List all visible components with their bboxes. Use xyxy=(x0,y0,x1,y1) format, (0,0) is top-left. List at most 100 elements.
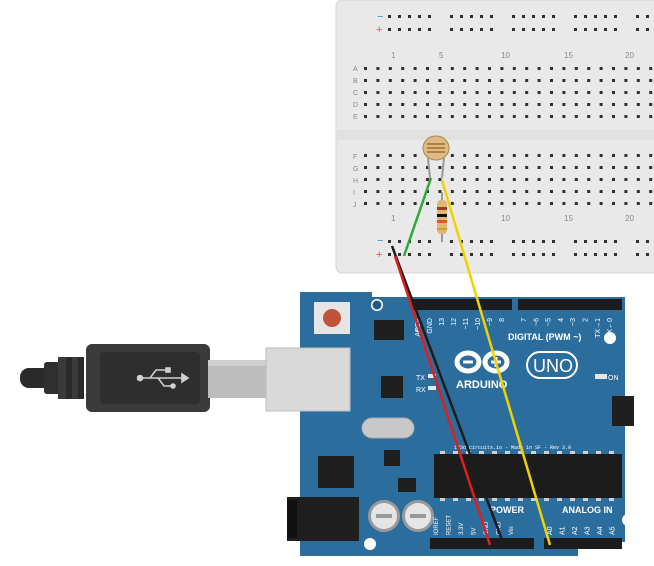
terminal-hole[interactable] xyxy=(550,202,553,205)
terminal-hole[interactable] xyxy=(364,67,367,70)
terminal-hole[interactable] xyxy=(525,103,529,106)
terminal-hole[interactable] xyxy=(500,115,504,118)
rail-hole[interactable] xyxy=(646,28,649,31)
rail-hole[interactable] xyxy=(460,15,463,18)
terminal-hole[interactable] xyxy=(500,91,504,94)
rail-hole[interactable] xyxy=(614,253,617,256)
terminal-hole[interactable] xyxy=(612,166,615,169)
terminal-hole[interactable] xyxy=(636,79,640,82)
rail-hole[interactable] xyxy=(584,253,587,256)
wires[interactable] xyxy=(390,177,552,546)
terminal-hole[interactable] xyxy=(376,115,380,118)
terminal-hole[interactable] xyxy=(426,67,429,70)
rail-hole[interactable] xyxy=(522,15,525,18)
terminal-hole[interactable] xyxy=(649,67,653,70)
terminal-hole[interactable] xyxy=(636,202,640,205)
terminal-hole[interactable] xyxy=(525,190,529,193)
terminal-hole[interactable] xyxy=(413,79,417,82)
rail-hole[interactable] xyxy=(398,253,401,256)
terminal-hole[interactable] xyxy=(438,178,442,181)
terminal-hole[interactable] xyxy=(376,178,380,181)
terminal-hole[interactable] xyxy=(488,79,491,82)
rail-hole[interactable] xyxy=(428,253,431,256)
terminal-hole[interactable] xyxy=(636,103,640,106)
rail-hole[interactable] xyxy=(388,28,391,31)
terminal-hole[interactable] xyxy=(649,178,653,181)
terminal-hole[interactable] xyxy=(488,154,491,157)
terminal-hole[interactable] xyxy=(525,67,529,70)
terminal-hole[interactable] xyxy=(562,103,566,106)
terminal-hole[interactable] xyxy=(500,103,504,106)
terminal-hole[interactable] xyxy=(475,178,479,181)
terminal-hole[interactable] xyxy=(649,103,653,106)
terminal-hole[interactable] xyxy=(574,154,578,157)
terminal-hole[interactable] xyxy=(550,166,553,169)
rail-hole[interactable] xyxy=(532,28,535,31)
terminal-hole[interactable] xyxy=(450,91,454,94)
terminal-hole[interactable] xyxy=(624,67,628,70)
terminal-hole[interactable] xyxy=(587,91,591,94)
terminal-hole[interactable] xyxy=(537,154,541,157)
rail-hole[interactable] xyxy=(470,240,473,243)
terminal-hole[interactable] xyxy=(537,91,541,94)
rail-hole[interactable] xyxy=(542,240,545,243)
terminal-hole[interactable] xyxy=(512,202,516,205)
terminal-hole[interactable] xyxy=(562,67,566,70)
terminal-hole[interactable] xyxy=(364,190,367,193)
rail-hole[interactable] xyxy=(604,253,607,256)
terminal-hole[interactable] xyxy=(649,166,653,169)
rail-hole[interactable] xyxy=(604,28,607,31)
terminal-hole[interactable] xyxy=(376,202,380,205)
terminal-hole[interactable] xyxy=(475,154,479,157)
terminal-hole[interactable] xyxy=(599,154,603,157)
rail-hole[interactable] xyxy=(542,253,545,256)
breadboard[interactable]: − + − + 1 5 10 15 20 1 5 10 15 20 A B C … xyxy=(335,0,654,274)
rail-hole[interactable] xyxy=(584,240,587,243)
terminal-hole[interactable] xyxy=(562,202,566,205)
terminal-hole[interactable] xyxy=(512,154,516,157)
rail-hole[interactable] xyxy=(388,15,391,18)
terminal-hole[interactable] xyxy=(413,67,417,70)
rail-hole[interactable] xyxy=(512,240,515,243)
terminal-hole[interactable] xyxy=(413,103,417,106)
terminal-hole[interactable] xyxy=(512,190,516,193)
terminal-hole[interactable] xyxy=(587,67,591,70)
rail-hole[interactable] xyxy=(532,15,535,18)
rail-hole[interactable] xyxy=(584,15,587,18)
terminal-hole[interactable] xyxy=(475,103,479,106)
rail-hole[interactable] xyxy=(604,15,607,18)
terminal-hole[interactable] xyxy=(512,79,516,82)
terminal-hole[interactable] xyxy=(624,190,628,193)
rail-hole[interactable] xyxy=(614,15,617,18)
terminal-hole[interactable] xyxy=(612,91,615,94)
terminal-hole[interactable] xyxy=(537,79,541,82)
terminal-hole[interactable] xyxy=(550,178,553,181)
terminal-hole[interactable] xyxy=(612,154,615,157)
terminal-hole[interactable] xyxy=(612,79,615,82)
terminal-hole[interactable] xyxy=(364,79,367,82)
rail-hole[interactable] xyxy=(428,240,431,243)
terminal-hole[interactable] xyxy=(438,67,442,70)
rail-hole[interactable] xyxy=(594,240,597,243)
terminal-hole[interactable] xyxy=(450,115,454,118)
terminal-hole[interactable] xyxy=(599,67,603,70)
rail-hole[interactable] xyxy=(490,15,493,18)
terminal-hole[interactable] xyxy=(562,154,566,157)
terminal-hole[interactable] xyxy=(599,178,603,181)
wire-black-gnd[interactable] xyxy=(390,245,506,546)
terminal-hole[interactable] xyxy=(649,190,653,193)
terminal-hole[interactable] xyxy=(388,190,392,193)
rail-hole[interactable] xyxy=(594,253,597,256)
terminal-hole[interactable] xyxy=(401,91,405,94)
rail-hole[interactable] xyxy=(574,28,577,31)
rail-hole[interactable] xyxy=(552,240,555,243)
rail-hole[interactable] xyxy=(480,253,483,256)
terminal-hole[interactable] xyxy=(364,154,367,157)
terminal-hole[interactable] xyxy=(599,166,603,169)
terminal-hole[interactable] xyxy=(599,115,603,118)
terminal-hole[interactable] xyxy=(388,103,392,106)
terminal-hole[interactable] xyxy=(636,67,640,70)
terminal-hole[interactable] xyxy=(550,190,553,193)
terminal-hole[interactable] xyxy=(649,115,653,118)
terminal-hole[interactable] xyxy=(488,202,491,205)
